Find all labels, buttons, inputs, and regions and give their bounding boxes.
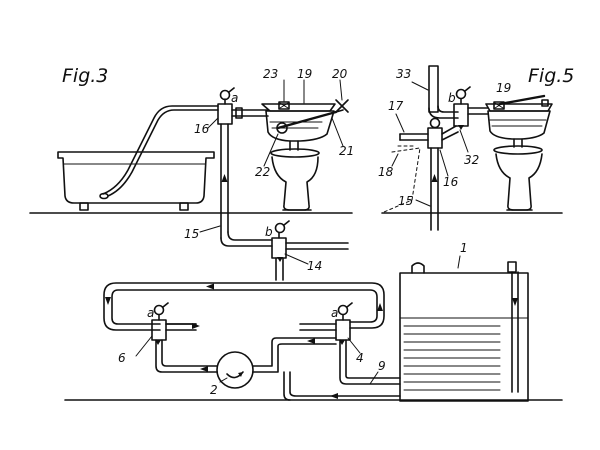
label-17: 17 bbox=[388, 99, 404, 113]
label-6: 6 bbox=[118, 351, 126, 365]
fig5-pipe-15 bbox=[430, 147, 439, 231]
pipe-33 bbox=[428, 65, 459, 119]
label-a-top: a bbox=[231, 91, 238, 105]
label-15: 15 bbox=[184, 227, 199, 241]
fig3-pipe-15 bbox=[220, 123, 273, 247]
label-19-fig5: 19 bbox=[496, 81, 511, 95]
label-32: 32 bbox=[464, 153, 479, 167]
labels: Fig.3 Fig.5 23 19 20 a 16 21 22 15 b 14 … bbox=[62, 65, 574, 397]
label-33: 33 bbox=[396, 67, 411, 81]
label-b-mid: b bbox=[265, 225, 273, 239]
circulation-loop bbox=[103, 282, 385, 331]
label-14: 14 bbox=[307, 259, 322, 273]
fig5-title: Fig.5 bbox=[528, 65, 574, 87]
label-16: 16 bbox=[194, 122, 210, 136]
fig5-leaders bbox=[391, 81, 469, 207]
label-2: 2 bbox=[210, 383, 218, 397]
pump-2 bbox=[155, 337, 337, 389]
label-a-left: a bbox=[147, 306, 154, 320]
label-20: 20 bbox=[332, 67, 348, 81]
fig3-valve-16 bbox=[217, 87, 269, 125]
label-1: 1 bbox=[460, 241, 468, 255]
label-b-fig5: b bbox=[448, 91, 456, 105]
label-21: 21 bbox=[339, 144, 354, 158]
label-16-fig5: 16 bbox=[443, 175, 459, 189]
label-9: 9 bbox=[378, 359, 386, 373]
cistern-19 bbox=[261, 99, 349, 142]
fig3-title: Fig.3 bbox=[62, 65, 108, 87]
fig5-toilet bbox=[493, 138, 543, 211]
fig3-drawing bbox=[29, 79, 353, 247]
fig5-valve-16 bbox=[399, 117, 459, 149]
toilet bbox=[270, 140, 320, 211]
label-23: 23 bbox=[263, 67, 278, 81]
main-schematic bbox=[64, 220, 563, 402]
label-a-right: a bbox=[331, 306, 338, 320]
pipe-9 bbox=[283, 339, 401, 401]
fig3-hose bbox=[99, 105, 219, 200]
valve-14 bbox=[271, 220, 349, 262]
bathtub bbox=[57, 151, 215, 211]
tank-1 bbox=[399, 261, 529, 402]
fig3-leaders bbox=[199, 79, 344, 233]
fig5-drawing bbox=[381, 65, 563, 231]
label-19: 19 bbox=[297, 67, 312, 81]
valve-4 bbox=[299, 302, 353, 345]
label-15-fig5: 15 bbox=[398, 194, 413, 208]
fig5-valve-b bbox=[453, 86, 489, 130]
label-18: 18 bbox=[378, 165, 394, 179]
label-22: 22 bbox=[255, 165, 270, 179]
main-leaders bbox=[135, 253, 461, 385]
fig5-cistern-19 bbox=[485, 94, 553, 140]
label-4: 4 bbox=[356, 351, 364, 365]
basin-18 bbox=[383, 145, 421, 213]
